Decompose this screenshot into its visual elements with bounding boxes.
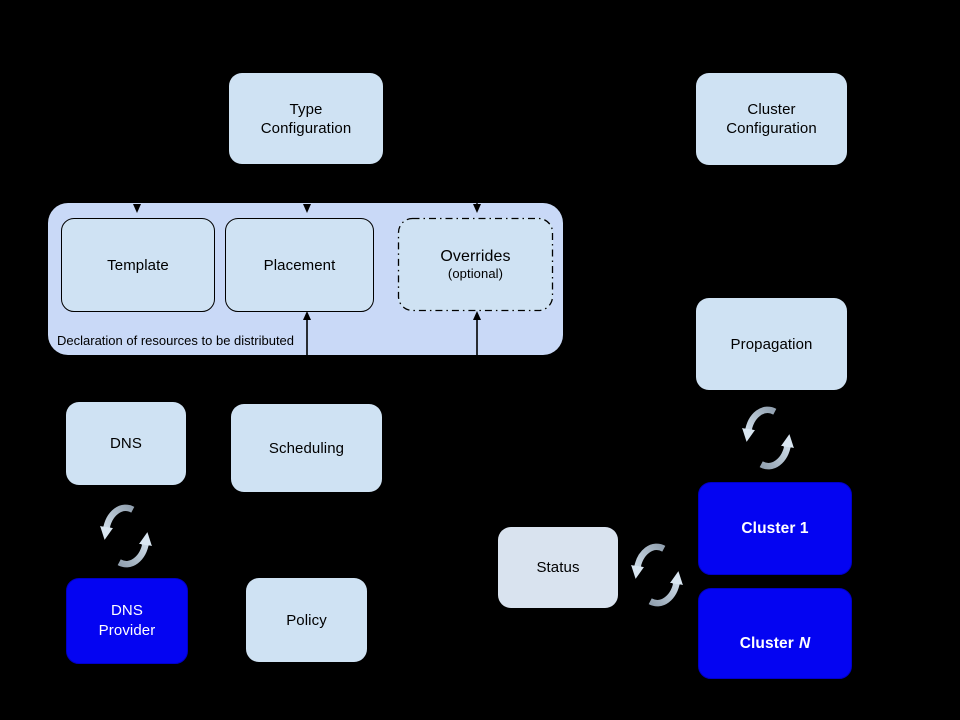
node-propagation-label: Propagation <box>730 335 813 353</box>
node-cluster-1: Cluster 1 <box>698 482 852 575</box>
node-cluster-configuration: Cluster Configuration <box>696 73 847 165</box>
node-type-configuration-label: Type Configuration <box>260 100 352 137</box>
node-scheduling: Scheduling <box>231 404 382 492</box>
node-placement: Placement <box>225 218 374 312</box>
node-policy-label: Policy <box>286 611 327 629</box>
container-caption: Declaration of resources to be distribut… <box>57 333 295 348</box>
node-overrides-label: Overrides <box>440 248 511 265</box>
node-status-label: Status <box>536 559 580 576</box>
node-cluster-n-prefix: Cluster <box>739 634 794 652</box>
node-overrides: Overrides (optional) <box>398 218 553 311</box>
node-overrides-sublabel: (optional) <box>447 266 504 281</box>
node-placement-label: Placement <box>263 256 336 274</box>
sync-icon <box>748 410 788 466</box>
node-dns-provider-label: DNS Provider <box>98 602 156 639</box>
node-policy: Policy <box>246 578 367 662</box>
node-dns-label: DNS <box>110 435 142 452</box>
sync-icon <box>106 508 146 564</box>
node-dns-provider: DNS Provider <box>66 578 188 664</box>
node-template: Template <box>61 218 215 312</box>
node-scheduling-label: Scheduling <box>268 439 345 457</box>
node-status: Status <box>498 527 618 608</box>
node-propagation: Propagation <box>696 298 847 390</box>
node-cluster-configuration-label: Cluster Configuration <box>726 101 817 137</box>
node-cluster-n-suffix: N <box>798 634 811 652</box>
node-type-configuration: Type Configuration <box>229 73 383 164</box>
node-template-label: Template <box>107 256 169 274</box>
node-dns: DNS <box>66 402 186 485</box>
sync-icon <box>637 547 677 603</box>
node-cluster-1-label: Cluster 1 <box>741 520 809 537</box>
